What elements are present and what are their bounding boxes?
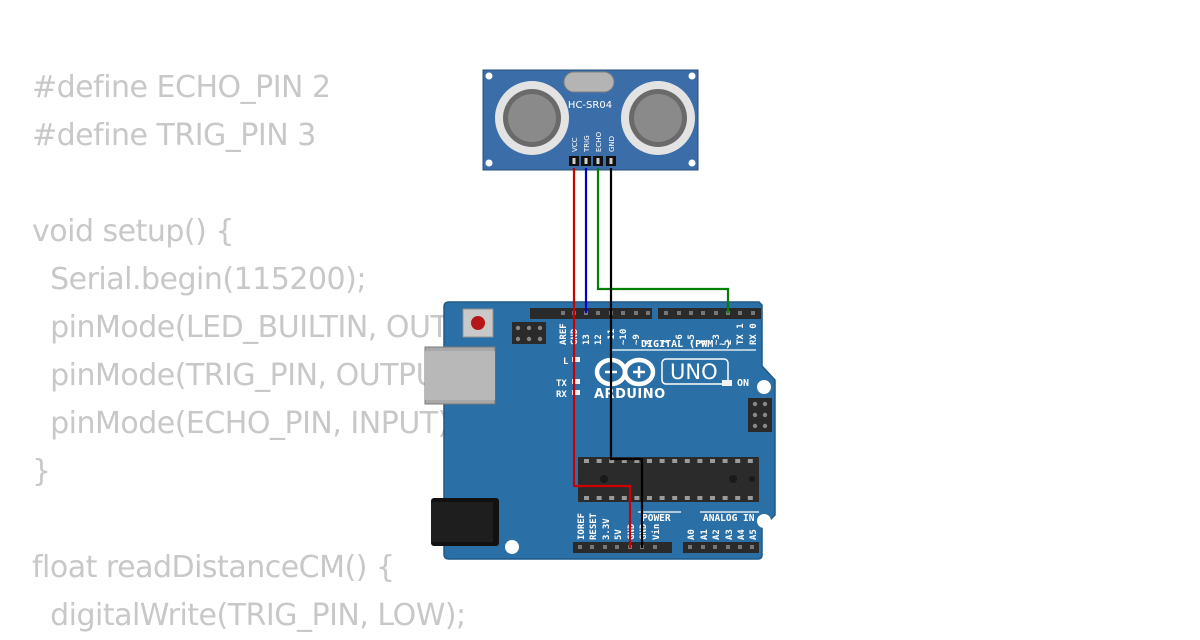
wire-vcc-5v [572,168,632,548]
header-pin [646,311,650,315]
digital-pin-label: 13 [582,334,592,345]
uno-label-box [661,358,729,385]
header-pin [713,545,717,549]
digital-pin-label: 7 [662,340,672,345]
sensor-pin-label: VCC [571,137,579,152]
code-line: Serial.begin(115200); [32,262,366,297]
hc-sr04-sensor: HC-SR04 VCC TRIG ECHO GND [482,69,699,171]
analog-in-label: ANALOG IN [703,513,755,524]
digital-pin-label: RX 0 [749,323,759,345]
header-pin [751,311,755,315]
power-pin-label: RESET [589,512,599,540]
power-pin-label: 5V [614,529,624,540]
header-pin [688,545,692,549]
digital-header [530,308,761,319]
header-pin [750,545,754,549]
digital-pin-label: ~5 [687,334,697,345]
header-pin [689,311,693,315]
wires [572,168,730,548]
led-rx-label: RX [556,390,567,400]
digital-pin-label: ~3 [712,334,722,345]
code-line: float readDistanceCM() { [32,550,395,585]
code-line: pinMode(ECHO_PIN, INPUT); [32,406,459,441]
power-pin-label: Vin [651,524,662,540]
code-line: void setup() { [32,214,234,249]
digital-pin-label: ~9 [632,334,642,345]
header-pin [726,545,730,549]
arduino-brand: ARDUINO [594,387,666,402]
digital-pin-label: TX 1 [736,323,746,345]
led-l [572,357,580,362]
header-pin [634,311,638,315]
digital-pin-label: ~6 [675,334,685,345]
sensor-pin-label: ECHO [595,131,603,152]
header-pin [578,545,582,549]
code-line: #define ECHO_PIN 2 [32,70,331,105]
header-pin [653,545,657,549]
power-pin-label: GND [639,523,649,540]
icsp-header-right [748,398,772,432]
code-line: digitalWrite(TRIG_PIN, LOW); [32,598,466,633]
usb-connector [424,346,496,405]
digital-pin-label: 12 [594,334,604,345]
power-label: POWER [642,513,671,524]
led-tx [572,379,580,384]
analog-pin-label: A4 [737,529,747,540]
led-rx [572,390,580,395]
analog-pin-label: A1 [700,529,710,540]
header-pin [615,545,619,549]
led-tx-label: TX [556,379,567,389]
header-pin [677,311,681,315]
analog-header [683,542,759,553]
code-line: } [32,454,51,489]
power-pin-label: 3.3V [602,518,612,540]
wire-echo-2 [596,168,730,313]
wire-gnd-gnd [609,168,644,548]
digital-pin-label: 8 [644,340,654,345]
header-pin [590,545,594,549]
mounting-hole [505,540,519,554]
header-pin [714,311,718,315]
power-header [573,542,672,553]
header-pin [738,311,742,315]
transducer-left [495,81,569,155]
digital-pin-label: 4 [699,339,709,345]
analog-pin-label: A3 [725,529,735,540]
atmega-chip [578,457,759,502]
on-label: ON [737,378,749,389]
led-on [722,380,732,386]
digital-pin-label: AREF [559,323,569,345]
crystal [563,71,615,93]
analog-pin-label: A5 [749,529,759,540]
analog-pin-label: A2 [712,529,722,540]
sensor-model-label: HC-SR04 [568,100,612,111]
mounting-hole [757,514,771,528]
uno-label: UNO [670,360,718,384]
digital-pin-label: 2 [724,340,734,345]
header-pin [621,311,625,315]
header-pin [603,545,607,549]
power-pin-label: IOREF [577,513,587,540]
analog-pin-label: A0 [687,529,697,540]
dc-power-jack [431,498,499,546]
mounting-hole [757,380,771,394]
header-pin [701,545,705,549]
icsp-header-top [512,322,546,344]
header-pin [561,311,565,315]
sensor-pin-label: TRIG [583,135,591,153]
header-pin [596,311,600,315]
digital-pin-label: ~10 [619,329,629,345]
sensor-pin-label: GND [608,136,616,152]
header-pin [738,545,742,549]
reset-button[interactable] [462,308,494,338]
header-pin [701,311,705,315]
digital-header-label: DIGITAL (PWM ~) [641,339,731,350]
transducer-right [621,81,695,155]
led-l-label: L [563,357,569,367]
code-line: #define TRIG_PIN 3 [32,118,316,153]
power-pin-label: GND [627,523,637,540]
header-pin [664,311,668,315]
